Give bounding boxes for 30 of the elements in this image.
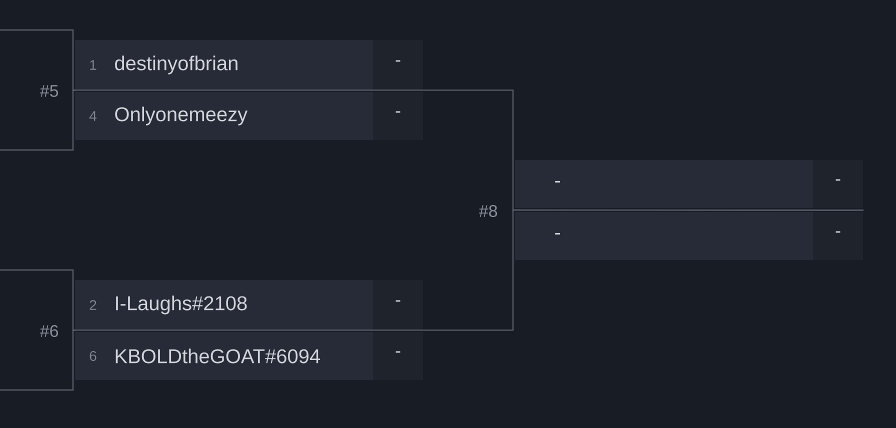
node-label: destinyofbrian bbox=[115, 56, 238, 74]
bracket-line bbox=[73, 209, 864, 331]
node-label: 4 bbox=[89, 111, 96, 121]
player-cell: 6 KBOLDtheGOAT#6094 bbox=[75, 332, 373, 380]
player-cell: - bbox=[515, 212, 813, 260]
score-cell: - bbox=[373, 332, 423, 380]
match-label: #6 bbox=[40, 324, 58, 338]
player-cell: - bbox=[515, 160, 813, 208]
node-label: 1 bbox=[90, 60, 96, 70]
bracket-line bbox=[0, 90, 75, 151]
bracket-line bbox=[0, 29, 75, 91]
node-label: - bbox=[555, 232, 560, 235]
node-label: 2 bbox=[90, 300, 96, 310]
score-cell: - bbox=[373, 40, 423, 90]
score-cell: - bbox=[813, 212, 863, 260]
match-label: #5 bbox=[40, 85, 58, 97]
score-cell: - bbox=[373, 92, 423, 140]
node-label: KBOLDtheGOAT#6094 bbox=[116, 348, 320, 364]
match-label: #8 bbox=[478, 204, 498, 218]
player-cell: 4 Onlyonemeezy bbox=[75, 92, 373, 140]
node-label: I-Laughs#2108 bbox=[116, 296, 247, 314]
player-cell: 2 I-Laughs#2108 bbox=[75, 280, 373, 330]
score-cell: - bbox=[813, 160, 863, 208]
player-cell: 1 destinyofbrian bbox=[75, 40, 373, 90]
node-label: - bbox=[555, 180, 560, 183]
bracket-line bbox=[0, 330, 75, 391]
bracket-line bbox=[0, 269, 75, 331]
node-label: 6 bbox=[90, 351, 96, 361]
score-cell: - bbox=[373, 280, 423, 330]
node-label: Onlyonemeezy bbox=[115, 106, 248, 126]
